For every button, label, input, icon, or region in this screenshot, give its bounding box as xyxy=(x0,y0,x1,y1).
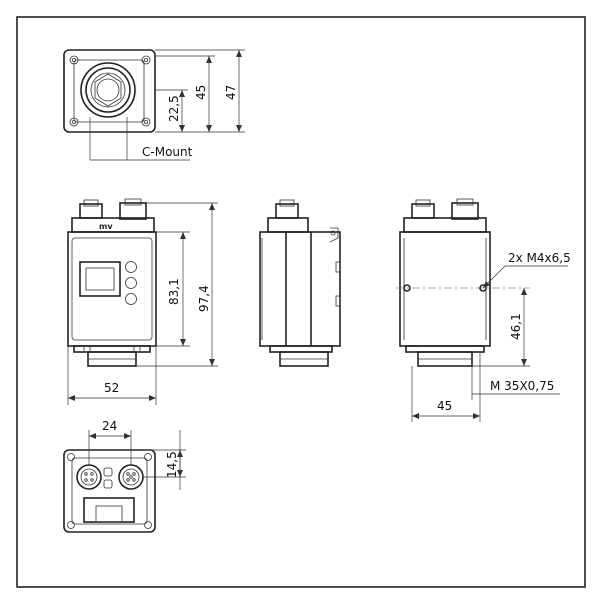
dim-offset-label: 14,5 xyxy=(165,451,179,478)
dim-hole-height-label: 46,1 xyxy=(509,313,523,340)
side-view-left: mv 83,1 97,4 52 xyxy=(67,198,218,405)
back-view: 24 14,5 xyxy=(63,419,186,533)
side-view-middle xyxy=(259,199,341,367)
dim-width-right-label: 45 xyxy=(437,399,452,413)
display-window xyxy=(79,261,121,297)
c-mount-label: C-Mount xyxy=(142,145,193,159)
dim-body-height-label: 83,1 xyxy=(167,278,181,305)
dim-spacing-label: 24 xyxy=(102,419,117,433)
dim-outer-height-label: 47 xyxy=(224,85,238,100)
lens-thread-label: M 35X0,75 xyxy=(490,379,554,393)
drawing-frame xyxy=(16,16,586,588)
thread-spec-label: 2x M4x6,5 xyxy=(508,251,571,265)
button-1 xyxy=(125,261,137,273)
front-view: 22,5 45 47 C-Mount xyxy=(63,49,245,161)
dim-total-height-label: 97,4 xyxy=(197,285,211,312)
dim-inner-height-label: 45 xyxy=(194,85,208,100)
dim-width-label: 52 xyxy=(104,381,119,395)
side-view-right: 2x M4x6,5 46,1 M 35X0,75 45 xyxy=(396,198,571,422)
brand-logo: mv xyxy=(99,222,113,231)
button-3 xyxy=(125,293,137,305)
mount-hole-left xyxy=(403,284,411,292)
dim-center-label: 22,5 xyxy=(167,95,181,122)
c-mount-ring xyxy=(80,62,136,118)
button-2 xyxy=(125,277,137,289)
